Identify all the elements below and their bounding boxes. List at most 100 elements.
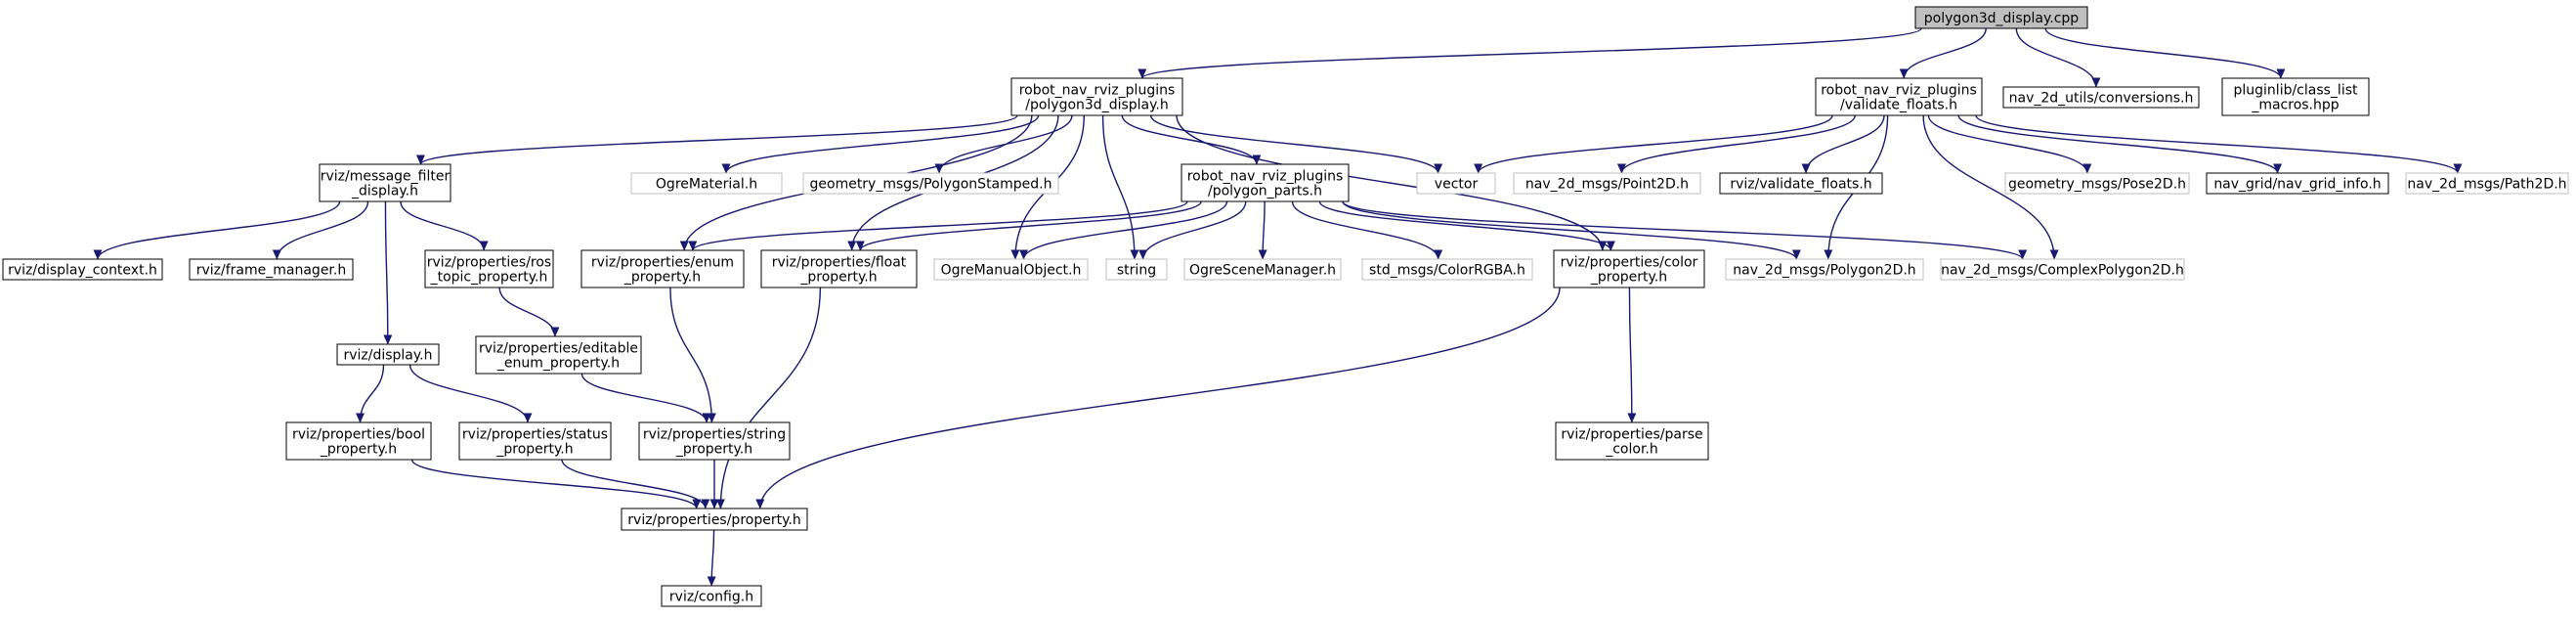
edge-n2-n11 [1801, 114, 1885, 174]
edge-n1-n8 [1121, 114, 1262, 165]
node-label-n5-0: rviz/message_filter [321, 169, 451, 185]
node-box-n24 [1553, 249, 1705, 288]
edge-n1-n7 [934, 114, 1073, 174]
node-label-n1-0: robot_nav_rviz_plugins [1019, 83, 1176, 99]
node-n13[interactable]: nav_grid/nav_grid_info.h [2206, 172, 2389, 195]
node-n1[interactable]: robot_nav_rviz_plugins/polygon3d_display… [1010, 77, 1183, 116]
edge-n17-n28 [498, 287, 560, 337]
edge-n0-n2 [1899, 27, 1987, 79]
node-label-n32-1: _property.h [675, 442, 752, 458]
node-box-n19 [760, 249, 918, 288]
node-label-n16-0: rviz/frame_manager.h [196, 263, 346, 279]
edge-n1-n21 [1101, 114, 1139, 260]
edge-n1-n6 [721, 114, 1040, 174]
edge-n0-n4 [2044, 27, 2286, 79]
node-n20: OgreManualObject.h [933, 258, 1089, 281]
node-box-n32 [638, 421, 791, 461]
node-box-n34 [661, 585, 762, 607]
node-box-n30 [285, 421, 432, 461]
node-n14: nav_2d_msgs/Path2D.h [2405, 172, 2569, 195]
node-box-n17 [424, 249, 554, 288]
node-box-n14 [2405, 172, 2569, 195]
edge-n8-n20 [1019, 200, 1228, 260]
node-box-n29 [1555, 421, 1709, 461]
edge-n8-n18 [688, 200, 1188, 251]
node-label-n28-0: rviz/properties/editable [479, 341, 638, 357]
node-label-n6-0: OgreMaterial.h [656, 177, 757, 193]
node-n15[interactable]: rviz/display_context.h [2, 258, 163, 281]
node-label-n31-0: rviz/properties/status [462, 427, 608, 443]
node-n29[interactable]: rviz/properties/parse_color.h [1555, 421, 1709, 461]
edge-n2-n12 [1927, 114, 2092, 174]
node-n3[interactable]: nav_2d_utils/conversions.h [2002, 86, 2200, 109]
node-box-n23 [1361, 258, 1533, 281]
node-label-n10-0: nav_2d_msgs/Point2D.h [1525, 177, 1689, 193]
node-n32[interactable]: rviz/properties/string_property.h [638, 421, 791, 461]
edge-n8-n22 [1258, 200, 1267, 260]
node-box-n28 [475, 335, 642, 375]
edge-n2-n26 [1922, 114, 2059, 260]
node-box-n3 [2002, 86, 2200, 109]
node-label-n11-0: rviz/validate_floats.h [1730, 177, 1871, 193]
node-label-n18-0: rviz/properties/enum [591, 255, 734, 271]
edge-n8-n26 [1342, 200, 2027, 260]
node-label-n9-0: vector [1435, 177, 1479, 193]
node-box-n26 [1940, 258, 2185, 281]
node-label-n24-0: rviz/properties/color [1561, 255, 1698, 271]
node-n17[interactable]: rviz/properties/ros_topic_property.h [424, 249, 554, 288]
node-n28[interactable]: rviz/properties/editable_enum_property.h [475, 335, 642, 375]
node-box-n25 [1725, 258, 1924, 281]
node-label-n2-1: /validate_floats.h [1840, 98, 1957, 113]
node-n19[interactable]: rviz/properties/float_property.h [760, 249, 918, 288]
edge-n24-n29 [1627, 287, 1637, 423]
node-box-n4 [2221, 77, 2370, 116]
node-label-n30-1: _property.h [320, 442, 397, 458]
edge-n30-n33 [410, 459, 702, 509]
edge-n31-n33 [561, 459, 710, 509]
node-n33[interactable]: rviz/properties/property.h [621, 508, 808, 531]
edge-n8-n19 [855, 200, 1202, 251]
node-n34[interactable]: rviz/config.h [661, 585, 762, 607]
node-label-n0-0: polygon3d_display.cpp [1924, 11, 2079, 26]
edge-n28-n32 [580, 373, 711, 423]
node-n24[interactable]: rviz/properties/color_property.h [1553, 249, 1705, 288]
edge-n5-n15 [93, 200, 341, 260]
node-n26: nav_2d_msgs/ComplexPolygon2D.h [1940, 258, 2185, 281]
node-box-n31 [458, 421, 612, 461]
nodes-layer: polygon3d_display.cpp robot_nav_rviz_plug… [2, 6, 2569, 607]
node-n4[interactable]: pluginlib/class_list_macros.hpp [2221, 77, 2370, 116]
node-n30[interactable]: rviz/properties/bool_property.h [285, 421, 432, 461]
node-box-n9 [1416, 172, 1496, 195]
node-label-n29-0: rviz/properties/parse [1561, 427, 1702, 443]
edge-n27-n31 [408, 364, 533, 423]
node-label-n13-0: nav_grid/nav_grid_info.h [2213, 177, 2381, 193]
node-box-n7 [802, 172, 1059, 195]
node-n0[interactable]: polygon3d_display.cpp [1914, 6, 2088, 29]
edge-n5-n16 [272, 200, 369, 260]
node-n16[interactable]: rviz/frame_manager.h [189, 258, 354, 281]
edge-n1-n5 [416, 114, 1018, 165]
node-label-n20-0: OgreManualObject.h [941, 263, 1082, 279]
node-label-n33-0: rviz/properties/property.h [627, 512, 800, 528]
edge-n24-n33 [755, 287, 1561, 509]
node-box-n0 [1914, 6, 2088, 29]
node-label-n5-1: _display.h [351, 184, 418, 199]
node-label-n25-0: nav_2d_msgs/Polygon2D.h [1733, 263, 1915, 279]
node-n18[interactable]: rviz/properties/enum_property.h [580, 249, 745, 288]
edge-n1-n9 [1149, 114, 1443, 174]
edge-n5-n17 [400, 200, 489, 251]
node-n31[interactable]: rviz/properties/status_property.h [458, 421, 612, 461]
edge-n8-n23 [1291, 200, 1443, 260]
node-box-n1 [1010, 77, 1183, 116]
node-n10: nav_2d_msgs/Point2D.h [1513, 172, 1701, 195]
edge-n2-n9 [1474, 114, 1833, 174]
node-n11[interactable]: rviz/validate_floats.h [1719, 172, 1883, 195]
node-n6: OgreMaterial.h [630, 172, 783, 195]
node-label-n27-0: rviz/display.h [343, 348, 432, 364]
node-n2[interactable]: robot_nav_rviz_plugins/validate_floats.h [1815, 77, 1983, 116]
node-n27[interactable]: rviz/display.h [336, 343, 440, 366]
node-n8[interactable]: robot_nav_rviz_plugins/polygon_parts.h [1181, 163, 1350, 202]
edge-n8-n21 [1138, 200, 1247, 260]
node-n5[interactable]: rviz/message_filter_display.h [319, 163, 451, 202]
